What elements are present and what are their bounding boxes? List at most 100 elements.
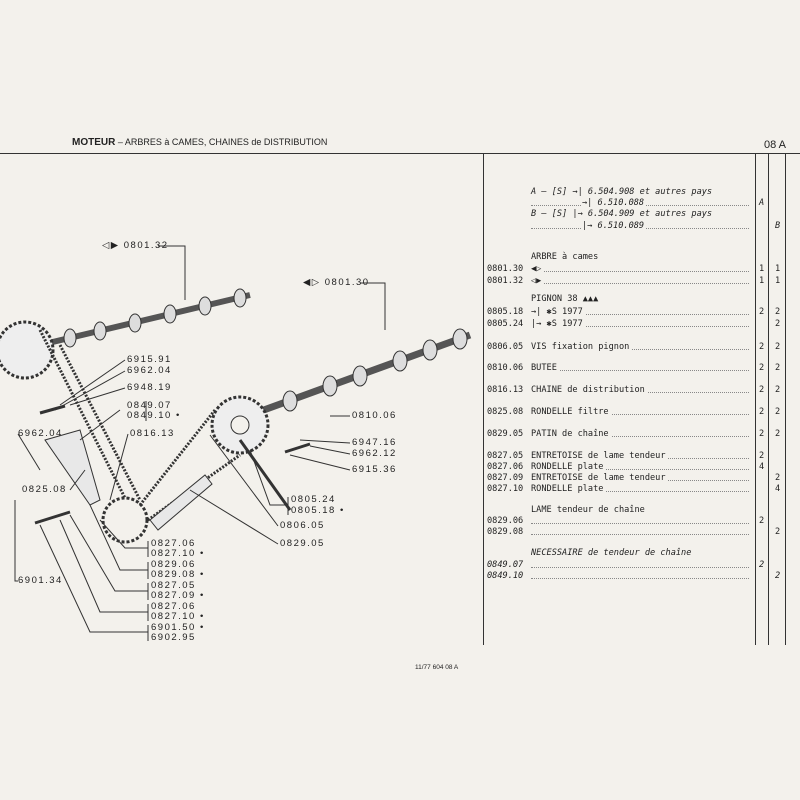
cell-qb: 1 (775, 276, 781, 286)
cell-txt: CHAINE de distribution (531, 385, 647, 395)
cell-qa: 2 (759, 407, 765, 417)
cell-txt: VIS fixation pignon (531, 342, 632, 352)
callout-0827-09: 0827.09 • (151, 590, 205, 601)
cell-txt: ◀▷ (531, 264, 544, 274)
cell-qa: 2 (759, 451, 765, 461)
cell-desc: NECESSAIRE de tendeur de chaîne (531, 548, 692, 558)
cell-desc: A – [S] →| 6.504.908 et autres pays (531, 187, 713, 197)
cell-code: 0806.05 (487, 342, 524, 352)
callout-0816-13: 0816.13 (130, 428, 175, 439)
callout-6915-36: 6915.36 (352, 464, 397, 475)
cell-qa: 2 (759, 385, 765, 395)
group-heading: ARBRE à cames (487, 252, 787, 263)
callout-6902-95: 6902.95 (151, 632, 196, 643)
cell-txt: ENTRETOISE de lame tendeur (531, 473, 668, 483)
callout-0849-10: 0849.10 • (127, 410, 181, 421)
page-header: MOTEUR – ARBRES à CAMES, CHAINES de DIST… (72, 137, 327, 148)
dot-leader (531, 436, 749, 437)
cell-code: 0801.30 (487, 264, 524, 274)
callout-0825-08: 0825.08 (22, 484, 67, 495)
dot-leader (531, 314, 749, 315)
cell-qb: 4 (775, 484, 781, 494)
cell-code: 0810.06 (487, 363, 524, 373)
sprocket-left (0, 320, 55, 380)
group-heading: LAME tendeur de chaîne (487, 505, 787, 516)
dot-leader (531, 578, 749, 579)
callout-0805-18: 0805.18 • (291, 505, 345, 516)
dot-leader (531, 370, 749, 371)
cell-desc: PIGNON 38 ▲▲▲ (531, 294, 599, 304)
cell-code: 0827.10 (487, 484, 524, 494)
cell-qa: 2 (759, 516, 765, 526)
cell-qa: 2 (759, 363, 765, 373)
cell-txt: ◁▶ (531, 276, 544, 286)
legend-line: A – [S] →| 6.504.908 et autres pays (487, 187, 787, 198)
cell-txt: →| ✱S 1977 (531, 307, 585, 317)
cell-qb: B (775, 221, 781, 231)
column-divider (768, 153, 769, 645)
cell-qa: 2 (759, 429, 765, 439)
callout-0827-06-b: 0827.06 (151, 601, 196, 612)
cell-qa: 1 (759, 264, 765, 274)
cell-desc: B – [S] |→ 6.504.909 et autres pays (531, 209, 713, 219)
cell-qb: 2 (775, 429, 781, 439)
callout-6915-91: 6915.91 (127, 354, 172, 365)
cell-code: 0827.09 (487, 473, 524, 483)
cell-txt: RONDELLE plate (531, 484, 606, 494)
cell-qa: 2 (759, 342, 765, 352)
group-heading: PIGNON 38 ▲▲▲ (487, 294, 787, 305)
section-number: 08 A (764, 139, 787, 151)
exploded-diagram (0, 245, 472, 641)
cell-qa: A (759, 198, 765, 208)
column-divider (483, 153, 484, 645)
cell-qb: 2 (775, 527, 781, 537)
chain-pad (149, 474, 213, 531)
callout-0805-24: 0805.24 (291, 494, 336, 505)
cell-qa: 2 (759, 307, 765, 317)
cell-txt: →| 6.510.088 (582, 198, 647, 208)
table-row: 0827.10 RONDELLE plate 4 (487, 484, 787, 495)
callout-0849-07: 0849.07 (127, 400, 172, 411)
dot-leader (531, 534, 749, 535)
legend-line: B – [S] |→ 6.504.909 et autres pays (487, 209, 787, 220)
page-footer: 11/77 604 08 A (415, 664, 459, 671)
header-subtitle: – ARBRES à CAMES, CHAINES de DISTRIBUTIO… (117, 137, 328, 147)
cell-qb: 2 (775, 407, 781, 417)
cell-txt: PATIN de chaîne (531, 429, 611, 439)
callout-6948-19: 6948.19 (127, 382, 172, 393)
header-rule (0, 153, 800, 154)
cell-txt: BUTEE (531, 363, 559, 373)
dot-leader (531, 523, 749, 524)
cell-desc: ARBRE à cames (531, 252, 599, 262)
callout-6962-04: 6962.04 (127, 365, 172, 376)
callout-0827-06: 0827.06 (151, 538, 196, 549)
cell-txt: RONDELLE filtre (531, 407, 611, 417)
callout-6962-04-left: 6962.04 (18, 428, 63, 439)
cell-code: 0829.08 (487, 527, 524, 537)
callout-6901-34: 6901.34 (18, 575, 63, 586)
callout-0829-05: 0829.05 (280, 538, 325, 549)
callout-0827-10: 0827.10 • (151, 548, 205, 559)
cell-code: 0827.06 (487, 462, 524, 472)
cell-desc: LAME tendeur de chaîne (531, 505, 645, 515)
callout-0829-08: 0829.08 • (151, 569, 205, 580)
group-heading: NECESSAIRE de tendeur de chaîne (487, 548, 787, 559)
cell-code: 0805.18 (487, 307, 524, 317)
cell-qb: 2 (775, 385, 781, 395)
cell-txt: RONDELLE plate (531, 462, 606, 472)
column-divider (785, 153, 786, 645)
cell-qb: 2 (775, 307, 781, 317)
cell-code: 0829.05 (487, 429, 524, 439)
column-divider (755, 153, 756, 645)
